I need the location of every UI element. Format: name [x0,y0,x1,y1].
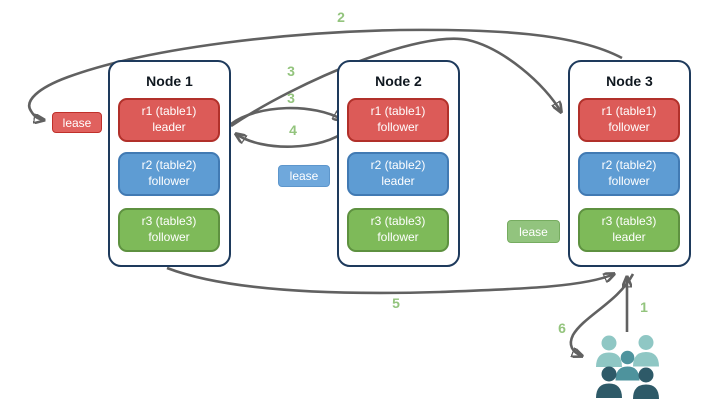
step-label-3a: 3 [287,63,295,79]
step-label-2: 2 [337,9,345,25]
replica-name: r3 (table3) [141,214,197,229]
replica-name: r2 (table2) [141,158,197,173]
node-3: Node 3 r1 (table1) follower r2 (table2) … [568,60,691,267]
node-2-replica-r3: r3 (table3) follower [347,208,449,252]
node-2-title: Node 2 [375,73,422,89]
step-label-1: 1 [640,299,648,315]
replica-role: leader [612,230,646,244]
node-3-replica-r2: r2 (table2) follower [578,152,680,196]
replica-name: r1 (table1) [141,104,197,119]
replica-role: leader [152,120,186,134]
arrow-step-3-to-node3 [230,37,561,128]
node-1: Node 1 r1 (table1) leader r2 (table2) fo… [108,60,231,267]
people-group-icon [596,335,659,399]
step-label-6: 6 [558,320,566,336]
arrow-step-2 [28,28,623,120]
replica-role: follower [148,174,190,188]
arrow-step-6 [569,273,635,356]
step-label-5: 5 [392,295,400,311]
replica-role: follower [377,120,419,134]
replica-name: r2 (table2) [601,158,657,173]
replica-role: follower [608,120,650,134]
lease-tag-green: lease [507,220,560,243]
replica-role: follower [148,230,190,244]
lease-tag-red: lease [52,112,102,133]
node-2-replica-r2: r2 (table2) leader [347,152,449,196]
node-1-replica-r1: r1 (table1) leader [118,98,220,142]
replica-role: follower [608,174,650,188]
node-2: Node 2 r1 (table1) follower r2 (table2) … [337,60,460,267]
node-3-replica-r1: r1 (table1) follower [578,98,680,142]
lease-tag-blue: lease [278,165,330,187]
arrow-step-5 [166,266,614,295]
node-3-title: Node 3 [606,73,653,89]
node-2-replica-r1: r1 (table1) follower [347,98,449,142]
step-label-3b: 3 [287,90,295,106]
node-3-replica-r3: r3 (table3) leader [578,208,680,252]
arrow-step-3-to-node2 [230,106,343,126]
node-1-replica-r3: r3 (table3) follower [118,208,220,252]
replica-role: leader [381,174,415,188]
replica-role: follower [377,230,419,244]
node-1-title: Node 1 [146,73,193,89]
replica-name: r1 (table1) [601,104,657,119]
node-1-replica-r2: r2 (table2) follower [118,152,220,196]
replica-name: r3 (table3) [370,214,426,229]
replica-name: r2 (table2) [370,158,426,173]
step-label-4: 4 [289,122,297,138]
replica-name: r3 (table3) [601,214,657,229]
replica-name: r1 (table1) [370,104,426,119]
